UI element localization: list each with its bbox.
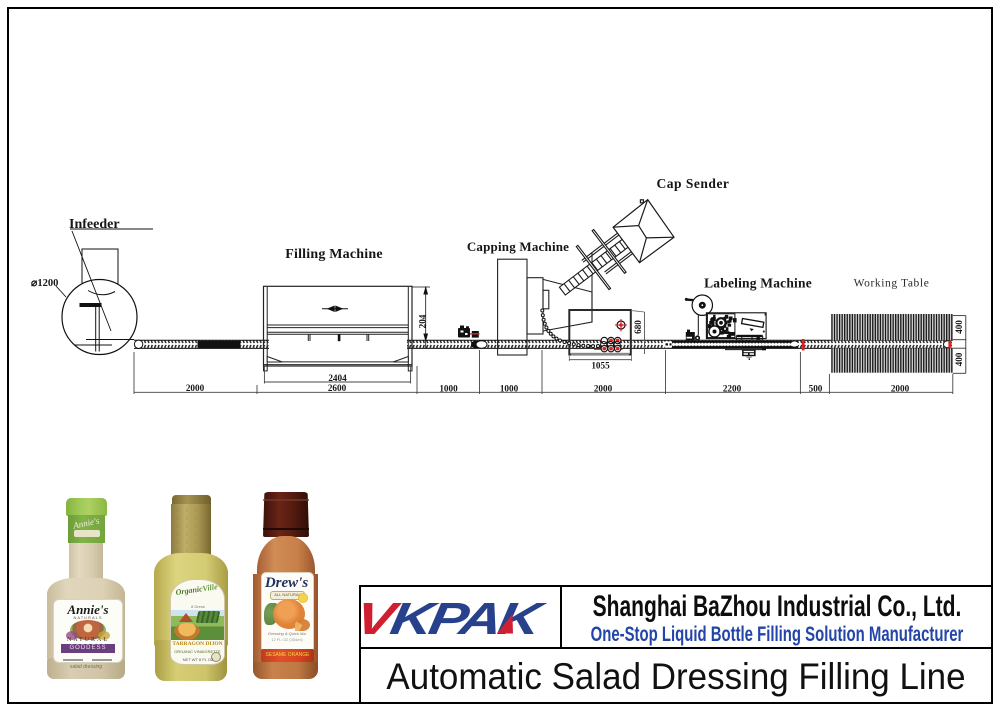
svg-text:2000: 2000 xyxy=(594,384,613,394)
svg-text:400: 400 xyxy=(954,352,964,366)
svg-text:Filling Machine: Filling Machine xyxy=(285,247,383,262)
svg-text:Labeling Machine: Labeling Machine xyxy=(704,276,812,291)
svg-text:680: 680 xyxy=(633,320,643,334)
svg-text:2600: 2600 xyxy=(328,383,347,393)
svg-text:400: 400 xyxy=(954,320,964,334)
svg-text:Cap Sender: Cap Sender xyxy=(657,176,730,191)
svg-text:2000: 2000 xyxy=(891,384,910,394)
svg-text:500: 500 xyxy=(809,384,823,394)
svg-text:204: 204 xyxy=(418,314,428,328)
svg-text:Capping Machine: Capping Machine xyxy=(467,239,569,254)
svg-text:2404: 2404 xyxy=(328,373,347,383)
svg-text:2000: 2000 xyxy=(186,383,205,393)
svg-text:1055: 1055 xyxy=(591,361,610,371)
svg-text:1000: 1000 xyxy=(439,384,458,394)
svg-text:⌀1200: ⌀1200 xyxy=(31,278,58,289)
svg-text:2200: 2200 xyxy=(723,384,742,394)
svg-text:Working Table: Working Table xyxy=(854,278,930,290)
svg-text:Infeeder: Infeeder xyxy=(69,217,120,232)
svg-text:1000: 1000 xyxy=(500,384,519,394)
